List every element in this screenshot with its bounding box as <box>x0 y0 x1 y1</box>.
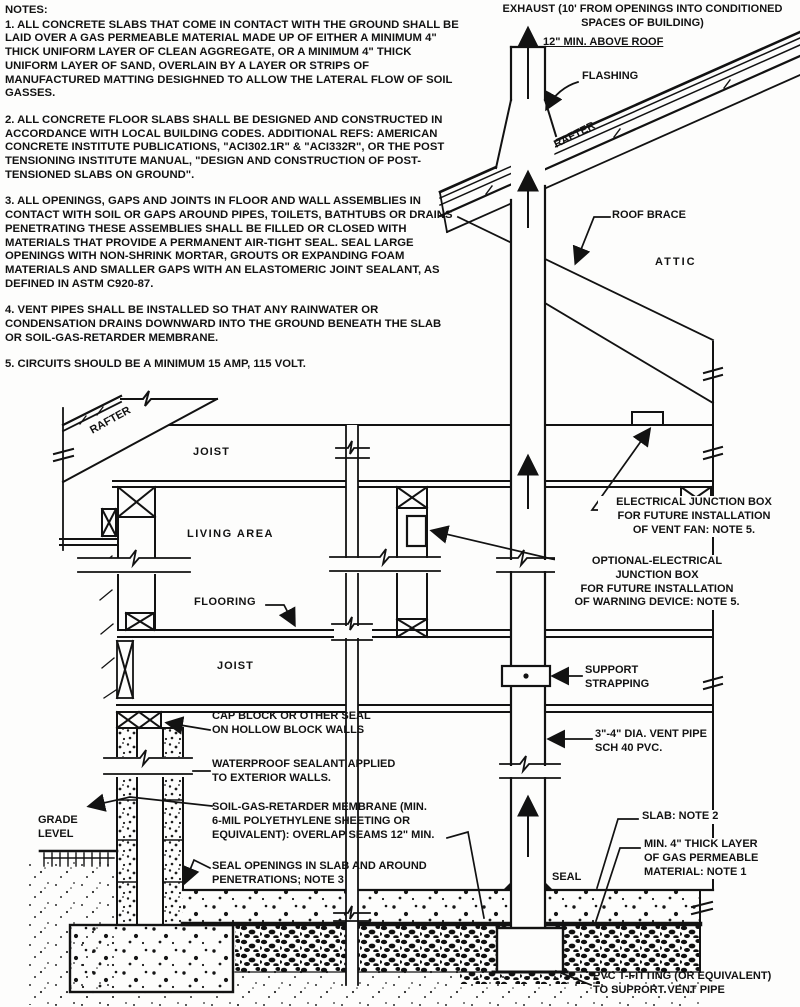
break-symbols <box>77 366 724 916</box>
cap-block-leader <box>164 716 211 735</box>
joist-lower-label: JOIST <box>217 660 254 672</box>
flooring-label: FLOORING <box>194 596 257 608</box>
block-joints <box>116 799 184 883</box>
roof-brace-label: ROOF BRACE <box>612 209 686 221</box>
roof-brace-leader <box>572 216 611 266</box>
flashing-boot <box>494 98 513 170</box>
support-strapping-label: SUPPORT STRAPPING <box>585 664 650 690</box>
note-2: 2. ALL CONCRETE FLOOR SLABS SHALL BE DES… <box>5 113 445 181</box>
vent-pipe <box>491 25 569 974</box>
note-1: 1. ALL CONCRETE SLABS THAT COME IN CONTA… <box>5 18 459 100</box>
note-4: 4. VENT PIPES SHALL BE INSTALLED SO THAT… <box>5 304 442 344</box>
cap-block-label: CAP BLOCK OR OTHER SEAL ON HOLLOW BLOCK … <box>212 710 371 736</box>
notes-heading: NOTES: <box>5 4 48 16</box>
grade-line <box>38 849 119 867</box>
joist-upper-label: JOIST <box>193 446 230 458</box>
seal-openings-label: SEAL OPENINGS IN SLAB AND AROUND PENETRA… <box>212 860 427 886</box>
soil-gas-membrane-label: SOIL-GAS-RETARDER MEMBRANE (MIN. 6-MIL P… <box>212 801 435 841</box>
exhaust-label: EXHAUST (10' FROM OPENINGS INTO CONDITIO… <box>502 3 783 29</box>
seal-label: SEAL <box>552 871 582 883</box>
flashing-leader <box>545 80 580 112</box>
rafter-line <box>445 74 800 234</box>
cap-block <box>116 711 162 729</box>
membrane-leader-right <box>445 830 485 919</box>
optional-junction-box <box>405 514 428 548</box>
roof-braces <box>456 215 715 405</box>
slab-and-membrane <box>180 888 715 973</box>
attic-label: ATTIC <box>655 256 697 268</box>
seal-fillet <box>503 882 511 890</box>
membrane-leader-left <box>86 793 213 812</box>
left-wall <box>59 485 163 730</box>
living-area-label: LIVING AREA <box>187 528 274 540</box>
optional-jbox-label: OPTIONAL-ELECTRICAL JUNCTION BOX FOR FUT… <box>555 555 759 611</box>
slab-leader <box>595 818 639 890</box>
leader-lines <box>86 80 652 987</box>
seal-openings-leader <box>182 858 212 886</box>
permeable-label: MIN. 4" THICK LAYER OF GAS PERMEABLE MAT… <box>642 838 761 880</box>
tee-leader <box>554 969 593 987</box>
grade-level-label: GRADE LEVEL <box>38 814 78 840</box>
electrical-jbox-label: ELECTRICAL JUNCTION BOX FOR FUTURE INSTA… <box>598 496 790 538</box>
siding-ticks <box>99 555 117 699</box>
waterproof-label: WATERPROOF SEALANT APPLIED TO EXTERIOR W… <box>212 758 396 784</box>
flashing-label: FLASHING <box>582 70 639 82</box>
note-3: 3. ALL OPENINGS, GAPS AND JOINTS IN FLOO… <box>5 195 453 290</box>
clearance-label: 12" MIN. ABOVE ROOF <box>543 36 664 48</box>
electrical-junction-box <box>631 411 664 426</box>
vent-pipe-label: 3"-4" DIA. VENT PIPE SCH 40 PVC. <box>595 728 707 754</box>
left-roof <box>52 390 219 551</box>
roof <box>438 30 800 234</box>
note-5: 5. CIRCUITS SHOULD BE A MINIMUM 15 AMP, … <box>5 358 306 371</box>
pvc-tee-label: PVC T-FITTING (OR EQUIVALENT) TO SUPPORT… <box>593 970 772 996</box>
pvc-t-fitting <box>495 926 565 974</box>
flooring-leader <box>265 604 296 628</box>
slab-label: SLAB: NOTE 2 <box>640 810 721 824</box>
notes-block: NOTES: 1. ALL CONCRETE SLABS THAT COME I… <box>5 4 461 385</box>
permeable-leader <box>594 847 641 923</box>
